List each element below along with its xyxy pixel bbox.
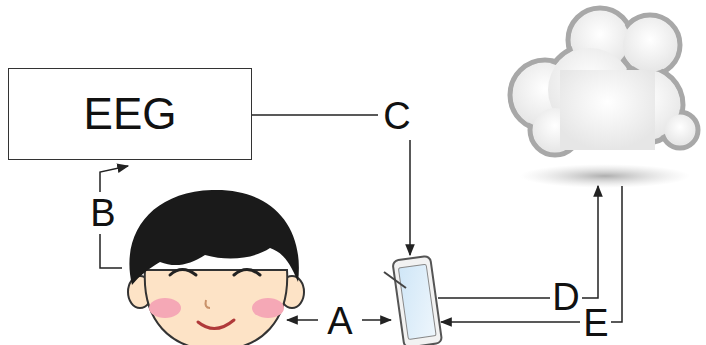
process-box: EEG <box>8 68 252 160</box>
person-icon <box>128 190 304 345</box>
connection-letter: D <box>552 278 579 316</box>
connection-letter: A <box>327 302 352 340</box>
connection-letter: B <box>90 194 115 232</box>
cloud-icon <box>510 8 698 188</box>
box-title: EEG <box>84 89 177 139</box>
connection-letter: C <box>383 97 410 135</box>
tablet-icon <box>392 256 442 345</box>
stylus <box>384 272 406 288</box>
connection-letter: E <box>583 304 608 342</box>
